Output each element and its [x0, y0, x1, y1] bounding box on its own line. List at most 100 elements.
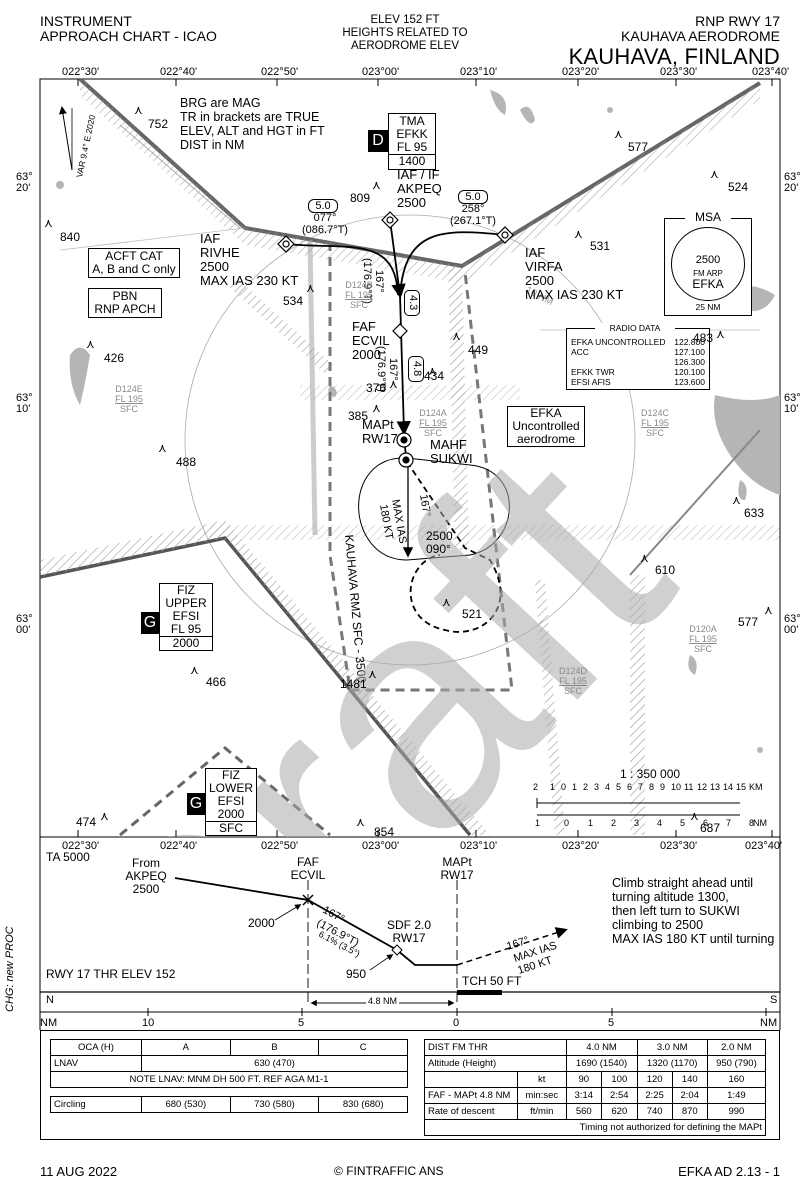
rod-100: 620 — [601, 1103, 638, 1120]
obstacle-elev: 449 — [468, 343, 489, 357]
nm-tick: 5 — [680, 818, 686, 828]
lat-left-2: 63° 10' — [16, 392, 33, 415]
fiz-upper-1: FIZ — [177, 583, 195, 597]
obstacle-elev: 577 — [738, 615, 759, 629]
airspace-class-d: D — [368, 130, 388, 152]
rivhe-alt: 2500 — [200, 259, 229, 274]
obstacle-icon: ⋏ — [614, 127, 623, 141]
circling-c: 830 (680) — [318, 1096, 408, 1113]
nm-tick: 0 — [564, 818, 570, 828]
dist-4nm: 4.0 NM — [565, 1039, 638, 1056]
km-tick: 2 — [533, 782, 539, 792]
km-tick: 2 — [583, 782, 589, 792]
obstacle-icon: ⋏ — [44, 216, 53, 230]
missed-course: 167° — [417, 493, 433, 518]
course-1769-a: (176.9°T) — [361, 258, 373, 304]
course-167-a: 167° — [373, 270, 385, 293]
range-ring — [184, 214, 636, 666]
course-1769-b: (176.9°T) — [375, 346, 387, 392]
rod-120: 740 — [636, 1103, 673, 1120]
area-upper: FL 195 — [641, 418, 669, 428]
pbn-value: RNP APCH — [94, 302, 156, 316]
rod-140: 870 — [671, 1103, 708, 1120]
obstacle-icon: ⋏ — [764, 603, 773, 617]
profile-mapt: MAPt RW17 — [434, 856, 480, 882]
nm-label: NM — [753, 818, 767, 828]
tma-title: TMA — [399, 114, 425, 128]
course-077-true: (086.7°T) — [302, 224, 348, 236]
header-center-3: AERODROME ELEV — [351, 40, 459, 52]
lnav-label: LNAV — [50, 1055, 142, 1072]
obstacle-icon: ⋏ — [306, 281, 315, 295]
header-left-1: INSTRUMENT — [40, 13, 132, 29]
obstacle-elev: 426 — [104, 351, 125, 365]
efka-uncontrolled-box: EFKA Uncontrolled aerodrome — [507, 406, 585, 447]
lon-top-1: 022°30' — [62, 66, 100, 78]
msa-altitude: 2500 — [695, 254, 721, 266]
threshold-crossing-height: TCH 50 FT — [462, 974, 522, 988]
waypoints — [277, 211, 514, 468]
fiz-lower-1: FIZ — [222, 768, 240, 782]
fiz-upper-box: FIZ UPPER EFSI FL 95 2000 — [159, 583, 213, 651]
area-lower: SFC — [424, 428, 442, 438]
radio-freq: 120.100 — [674, 367, 705, 377]
efka-type: aerodrome — [516, 432, 576, 446]
km-tick: 4 — [605, 782, 611, 792]
obstacle-icon: ⋏ — [428, 364, 437, 378]
north-label: N — [46, 994, 54, 1006]
obstacle-elev: 483 — [693, 331, 714, 345]
rod-unit: ft/min — [517, 1103, 567, 1120]
obstacle-elev: 376 — [366, 381, 387, 395]
km-tick: 0 — [561, 782, 567, 792]
speed-90: 90 — [565, 1071, 603, 1088]
fiz-lower-box: FIZ LOWER EFSI 2000 SFC — [205, 768, 257, 836]
missed-line-1: Climb straight ahead until — [612, 876, 754, 890]
obstacle-icon: ⋏ — [134, 103, 143, 117]
lon-top-6: 023°20' — [562, 66, 600, 78]
oca-header-c: C — [318, 1039, 408, 1056]
speed-160: 160 — [706, 1071, 767, 1088]
note-tr: TR in brackets are TRUE — [180, 110, 320, 124]
obstacle-elev: 488 — [176, 455, 197, 469]
virfa-alt: 2500 — [525, 273, 554, 288]
mapt-name: RW17 — [440, 868, 474, 882]
time-100: 2:54 — [601, 1087, 638, 1104]
time-unit: min:sec — [517, 1087, 567, 1104]
lnav-note: NOTE LNAV: MNM DH 500 FT. REF AGA M1-1 — [50, 1071, 408, 1088]
missed-line-5: MAX IAS 180 KT until turning — [612, 932, 775, 946]
profile-sdf: SDF 2.0 RW17 — [384, 919, 434, 945]
copyright-holder: FINTRAFFIC ANS — [346, 1164, 444, 1178]
tma-box: TMA EFKK FL 95 1400 — [388, 113, 436, 170]
km-tick: 12 — [697, 782, 708, 792]
lat-right-2: 63° 10' — [784, 392, 801, 415]
msa-title: MSA — [685, 211, 731, 224]
fiz-lower-4: 2000 — [206, 808, 256, 822]
header-left-2: APPROACH CHART - ICAO — [40, 28, 217, 44]
lon-top-8: 023°40' — [752, 66, 790, 78]
time-label: FAF - MAPt 4.8 NM — [424, 1087, 518, 1104]
note-elev: ELEV, ALT and HGT in FT — [180, 124, 325, 138]
scale-title: 1 : 350 000 — [620, 767, 681, 781]
dist-2nm: 2.0 NM — [706, 1039, 767, 1056]
akpeq-name: AKPEQ — [397, 181, 442, 196]
radio-title: RADIO DATA — [595, 323, 675, 333]
profile-from: From AKPEQ 2500 — [118, 857, 174, 896]
aerodrome-title: KAUHAVA, FINLAND — [568, 44, 780, 69]
track-akpeq — [389, 219, 406, 299]
copyright: © FINTRAFFIC ANS — [334, 1164, 444, 1178]
area-upper: FL 195 — [115, 394, 143, 404]
lon-top-2: 022°40' — [160, 66, 198, 78]
msa-ref: FM ARP — [693, 269, 723, 278]
ecvil-alt: 2000 — [352, 347, 381, 362]
tma-upper: FL 95 — [389, 141, 435, 155]
tma-lower: 1400 — [398, 154, 426, 168]
nm-tick: 1 — [535, 818, 541, 828]
ecvil-role: FAF — [352, 319, 376, 334]
profile-faf: FAF ECVIL — [286, 856, 330, 882]
obstacle-elev: 531 — [590, 239, 611, 253]
obstacle-icon: ⋏ — [86, 337, 95, 351]
oca-header: OCA (H) — [50, 1039, 142, 1056]
